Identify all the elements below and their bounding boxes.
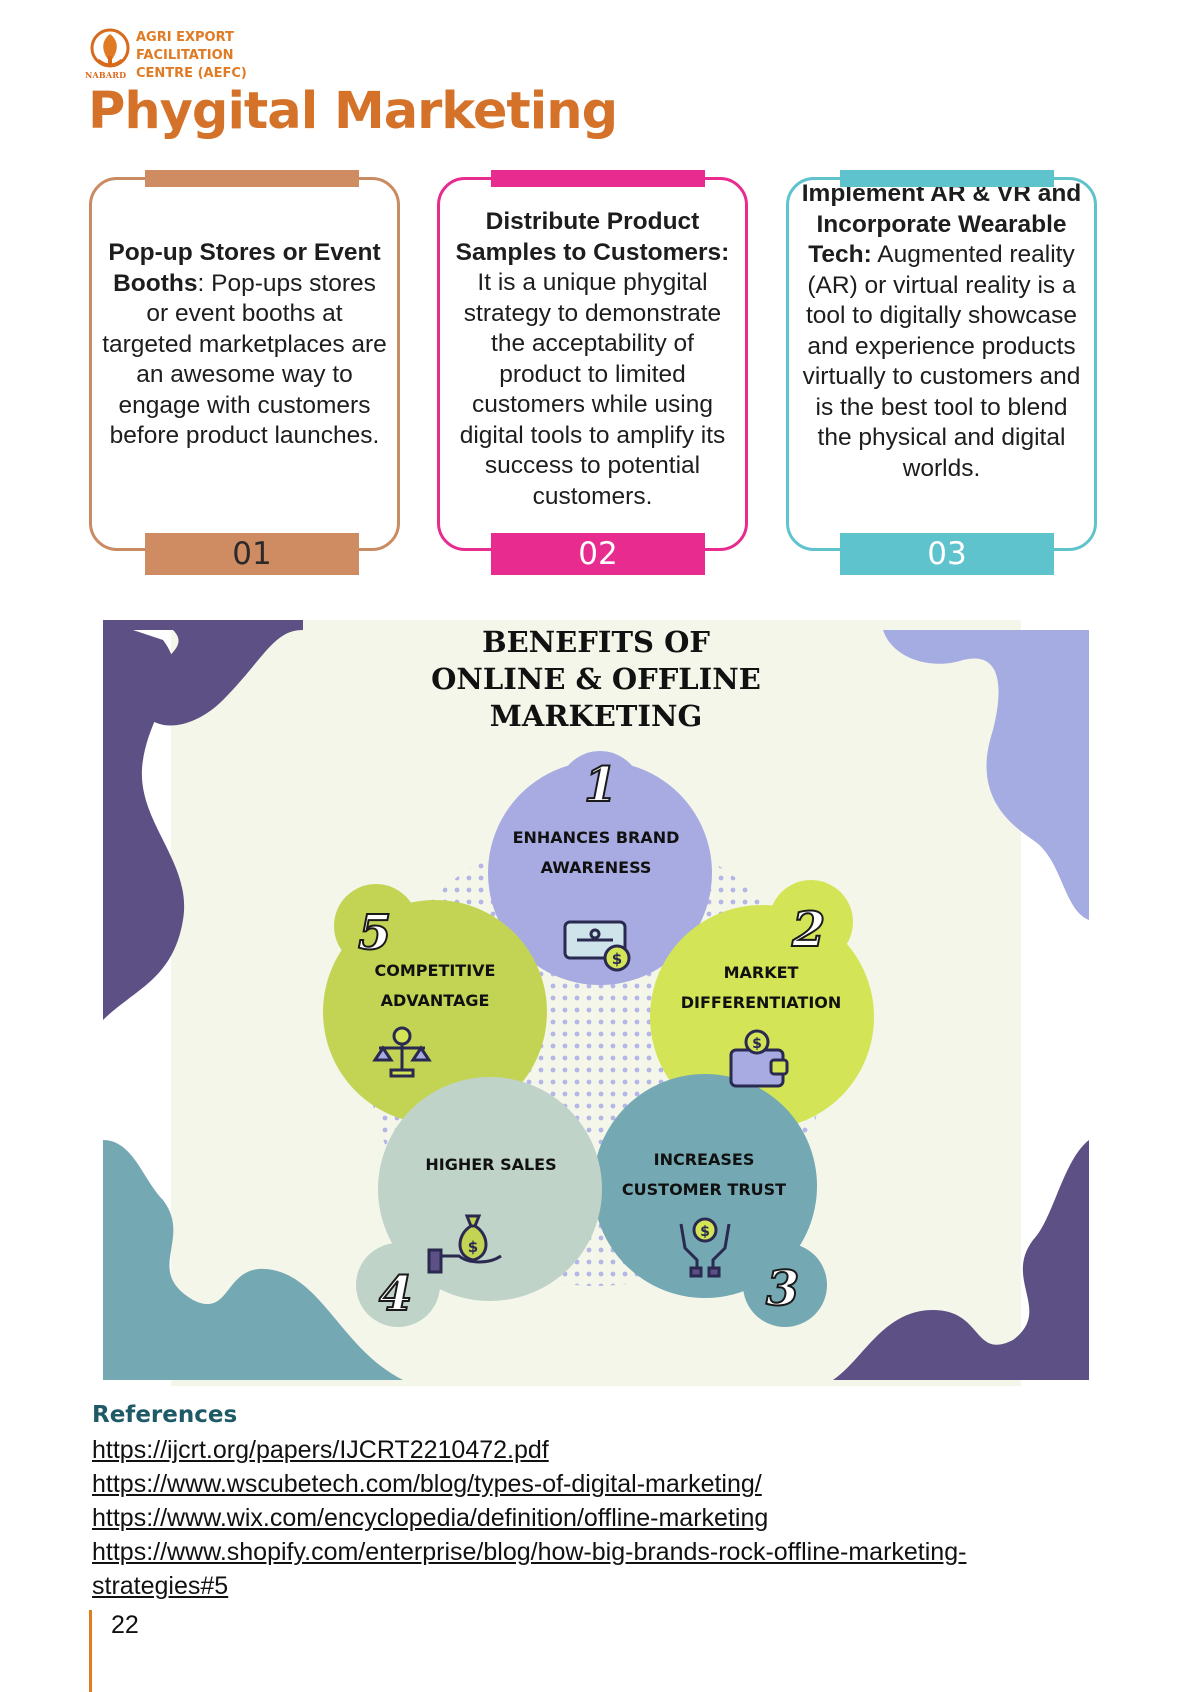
reference-link-shopify[interactable]: https://www.shopify.com/enterprise/blog/…: [92, 1538, 967, 1566]
card-number-badge: 03: [840, 533, 1054, 575]
benefit-label-line: CUSTOMER TRUST: [621, 1180, 787, 1199]
benefit-label-line: MARKET: [723, 963, 799, 982]
decor-blob-bottom-right: [833, 1140, 1089, 1380]
infographic-title: BENEFITS OF ONLINE & OFFLINE MARKETING: [103, 624, 1089, 735]
nabard-logo-icon: [90, 28, 130, 68]
infographic-title-line: MARKETING: [489, 699, 703, 733]
card-body: Augmented reality (AR) or virtual realit…: [802, 241, 1081, 482]
card-top-tab: [145, 170, 359, 187]
benefit-label-line: ADVANTAGE: [380, 991, 490, 1010]
svg-text:$: $: [700, 1224, 710, 1240]
logo-text: AGRI EXPORT FACILITATION CENTRE (AEFC): [136, 29, 247, 83]
card-body: It is a unique phygital strategy to demo…: [459, 269, 726, 510]
benefit-bubble-2: [650, 905, 874, 1129]
infographic-title-line: ONLINE & OFFLINE: [431, 662, 761, 696]
benefit-label-1: ENHANCES BRAND AWARENESS: [486, 823, 706, 883]
benefit-label-4: HIGHER SALES: [381, 1150, 601, 1180]
card-body: : Pop-ups stores or event booths at targ…: [102, 269, 387, 450]
references-heading: References: [92, 1402, 238, 1428]
benefit-number-4: 4: [378, 1265, 413, 1323]
decor-blob-top-right: [883, 630, 1089, 920]
reference-link-wix[interactable]: https://www.wix.com/encyclopedia/definit…: [92, 1504, 769, 1532]
benefit-label-3: INCREASES CUSTOMER TRUST: [594, 1145, 814, 1205]
benefit-number-5: 5: [357, 904, 392, 962]
benefits-infographic: $ $ $ $: [103, 620, 1089, 1386]
page-title: Phygital Marketing: [88, 82, 618, 141]
card-text: Implement AR & VR and Incorporate Wearab…: [797, 179, 1086, 484]
hands-coin-icon: $: [679, 1217, 731, 1278]
reference-link-shopify-continued[interactable]: strategies#5: [92, 1572, 229, 1600]
benefit-label-line: COMPETITIVE: [374, 961, 496, 980]
benefit-bubble-4: [378, 1077, 602, 1301]
reference-link-wscubetech[interactable]: https://www.wscubetech.com/blog/types-of…: [92, 1470, 762, 1498]
benefit-number-1: 1: [583, 756, 618, 814]
benefit-bubble-3: [593, 1074, 817, 1298]
svg-text:$: $: [468, 1238, 478, 1256]
card-top-tab: [840, 170, 1054, 187]
reference-link-ijcrt[interactable]: https://ijcrt.org/papers/IJCRT2210472.pd…: [92, 1436, 549, 1464]
decor-blob-top-left: [103, 620, 303, 1020]
strategy-card-product-samples: Distribute Product Samples to Customers:…: [437, 177, 748, 551]
benefit-number-2: 2: [791, 901, 826, 959]
logo-line: AGRI EXPORT: [136, 30, 234, 45]
strategy-card-ar-vr: Implement AR & VR and Incorporate Wearab…: [786, 177, 1097, 551]
benefit-label-line: ENHANCES BRAND: [512, 828, 680, 847]
strategy-card-popup-stores: Pop-up Stores or Event Booths: Pop-ups s…: [89, 177, 400, 551]
benefit-bubble-1: [488, 761, 712, 985]
card-heading: Distribute Product Samples to Customers:: [455, 208, 730, 266]
benefit-label-line: DIFFERENTIATION: [680, 993, 842, 1012]
card-top-tab: [491, 170, 705, 187]
logo-line: CENTRE (AEFC): [136, 66, 247, 81]
logo-subtitle: NABARD: [85, 70, 127, 80]
page-number-rule: [89, 1610, 92, 1692]
decor-blob-bottom-left: [103, 1140, 403, 1380]
benefit-number-3: 3: [765, 1260, 800, 1318]
svg-text:$: $: [612, 950, 622, 968]
wallet-icon: $: [729, 1029, 789, 1088]
card-text: Pop-up Stores or Event Booths: Pop-ups s…: [100, 238, 389, 452]
card-heading: Pop-up Stores or Event Booths: [108, 239, 381, 297]
benefit-label-line: HIGHER SALES: [425, 1155, 557, 1174]
card-number-badge: 02: [491, 533, 705, 575]
benefit-label-5: COMPETITIVE ADVANTAGE: [325, 956, 545, 1016]
card-text: Distribute Product Samples to Customers:…: [448, 207, 737, 512]
infographic-title-line: BENEFITS OF: [482, 625, 710, 659]
benefit-label-2: MARKET DIFFERENTIATION: [651, 958, 871, 1018]
money-bag-hand-icon: $: [427, 1214, 502, 1274]
balance-scale-icon: [372, 1026, 432, 1078]
benefit-label-line: AWARENESS: [540, 858, 652, 877]
money-bill-icon: $: [563, 920, 631, 972]
benefit-label-line: INCREASES: [653, 1150, 755, 1169]
logo-line: FACILITATION: [136, 48, 234, 63]
svg-text:$: $: [752, 1036, 762, 1052]
page-number: 22: [111, 1611, 139, 1639]
benefit-bubble-5: [323, 900, 547, 1124]
card-number-badge: 01: [145, 533, 359, 575]
